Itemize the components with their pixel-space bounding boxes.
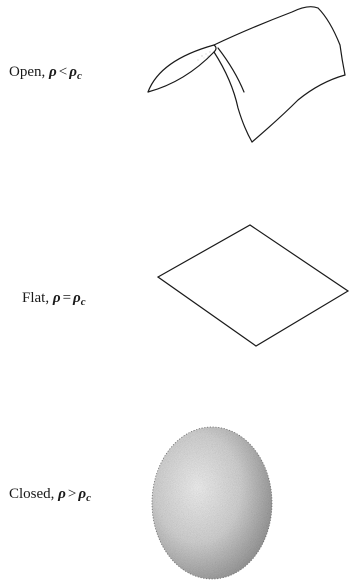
saddle-right-edge <box>318 8 345 75</box>
relation-symbol: < <box>59 64 67 80</box>
geometry-name: Open, <box>9 64 45 80</box>
saddle-bottom-edge <box>252 75 345 142</box>
relation-symbol: > <box>68 486 76 502</box>
critical-subscript: c <box>77 70 82 82</box>
critical-subscript: c <box>81 296 86 308</box>
geometry-name: Flat, <box>22 290 49 306</box>
relation-symbol: = <box>63 290 71 306</box>
saddle-left-rim <box>148 45 214 92</box>
critical-density-symbol: ρ <box>78 486 86 502</box>
label-flat-geometry: Flat, ρ=ρc <box>22 291 86 308</box>
label-open-geometry: Open, ρ<ρc <box>9 65 82 82</box>
sphere-surface-icon <box>150 425 275 585</box>
flat-plane-icon <box>150 225 350 350</box>
critical-subscript: c <box>86 492 91 504</box>
saddle-surface-icon <box>140 0 350 150</box>
saddle-left-inner-rim <box>214 45 216 52</box>
label-closed-geometry: Closed, ρ>ρc <box>9 487 91 504</box>
critical-density-symbol: ρ <box>73 290 81 306</box>
sphere-body <box>152 427 272 579</box>
flat-plane-outline <box>158 225 348 346</box>
density-symbol: ρ <box>58 486 66 502</box>
geometry-name: Closed, <box>9 486 54 502</box>
saddle-ridge <box>214 7 318 45</box>
saddle-front-edge <box>214 52 252 142</box>
density-symbol: ρ <box>53 290 61 306</box>
density-symbol: ρ <box>49 64 57 80</box>
critical-density-symbol: ρ <box>69 64 77 80</box>
